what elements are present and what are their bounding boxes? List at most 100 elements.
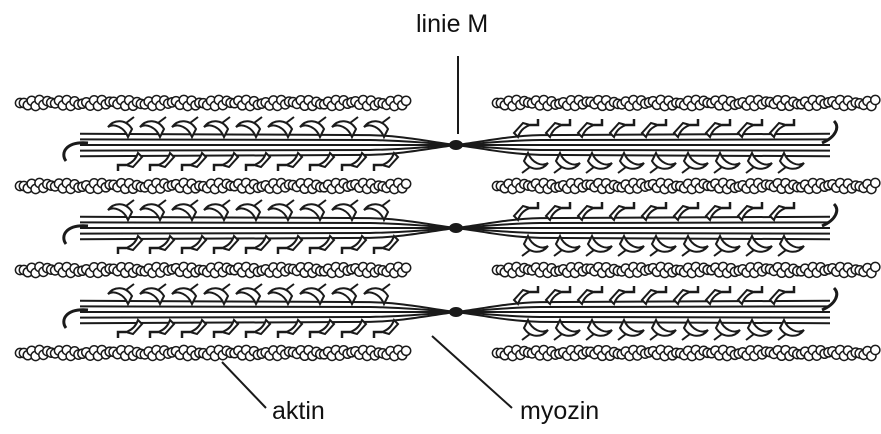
myosin-head [512,288,534,306]
myosin-head [314,318,336,336]
myosin-head [786,286,796,294]
myosin-head [189,283,199,291]
myosin-end-hook [821,286,839,312]
myosin-head [530,286,540,294]
actin-bead [400,95,412,107]
myosin-tail [79,144,457,158]
myosin-head [372,163,382,171]
myosin-head [617,166,627,174]
myosin-head [107,203,134,223]
myosin-head [253,116,263,124]
myosin-head [157,116,167,124]
myosin-head [186,234,208,252]
myosin-head [754,202,764,210]
myosin-head [704,204,726,222]
myosin-head [125,283,135,291]
myosin-head [125,199,135,207]
actin-bead [400,178,412,190]
myosin-head [681,333,691,341]
myosin-head [372,246,382,254]
myosin-head [594,119,604,127]
myosin-head [682,150,709,170]
myosin-head [212,330,222,338]
myosin-head [745,249,755,257]
myosin-head [586,150,613,170]
myosin-head [576,121,598,139]
myosin-head [704,121,726,139]
leader-lines [221,56,513,409]
myosin-head [640,121,662,139]
myosin-head [585,333,595,341]
myosin-head [299,120,326,140]
myosin-head [512,204,534,222]
m-line-knot [449,223,463,233]
myosin-head [276,330,286,338]
myosin-head [299,287,326,307]
myosin-head [308,163,318,171]
myosin-head [722,202,732,210]
myosin-head [745,333,755,341]
myosin-tail [455,227,831,241]
myosin-head [125,116,135,124]
myosin-head [218,318,240,336]
m-line-label: linie M [416,10,489,38]
myosin-head [139,120,166,140]
myosin-head [554,317,581,337]
myosin-head [381,199,391,207]
myosin-head [681,166,691,174]
myosin-head [777,333,787,341]
myosin-filament [62,116,839,174]
myosin-head [777,166,787,174]
myosin-head [253,199,263,207]
myosin-head [218,234,240,252]
myosin-head [736,204,758,222]
myosin-head [649,249,659,257]
myosin-head [544,121,566,139]
myosin-head [378,318,400,336]
myosin-head [586,233,613,253]
myosin-head [681,249,691,257]
myosin-head [157,283,167,291]
actin-filament [491,344,881,362]
myosin-head [378,151,400,169]
myosin-head [212,246,222,254]
actin-filament [491,177,881,195]
myosin-head [562,202,572,210]
myosin-head [317,283,327,291]
myosin-head [363,287,390,307]
myosin-head [122,234,144,252]
actin-bead [869,261,881,273]
myosin-head [649,166,659,174]
actin-filament [14,94,412,112]
myosin-head [658,202,668,210]
myosin-head [690,119,700,127]
myosin-head [107,120,134,140]
myosin-head [713,249,723,257]
myosin-head [267,287,294,307]
myosin-head [203,120,230,140]
myosin-head [253,283,263,291]
myosin-head [722,119,732,127]
myosin-head [218,151,240,169]
myosin-head [285,283,295,291]
myosin-head [250,151,272,169]
myosin-head [754,119,764,127]
myosin-head [282,151,304,169]
myosin-head [331,287,358,307]
myosin-head [285,199,295,207]
myosin-head [276,246,286,254]
myosin-head [672,204,694,222]
myosin-head [672,288,694,306]
myosin-head [585,249,595,257]
actin-filament [14,344,412,362]
myosin-head [148,330,158,338]
myosin-head [154,234,176,252]
myosin-head [714,317,741,337]
myosin-head [768,204,790,222]
myosin-head [250,318,272,336]
myosin-head [746,150,773,170]
myosin-head [713,333,723,341]
myosin-head [331,203,358,223]
myosin-head [282,318,304,336]
